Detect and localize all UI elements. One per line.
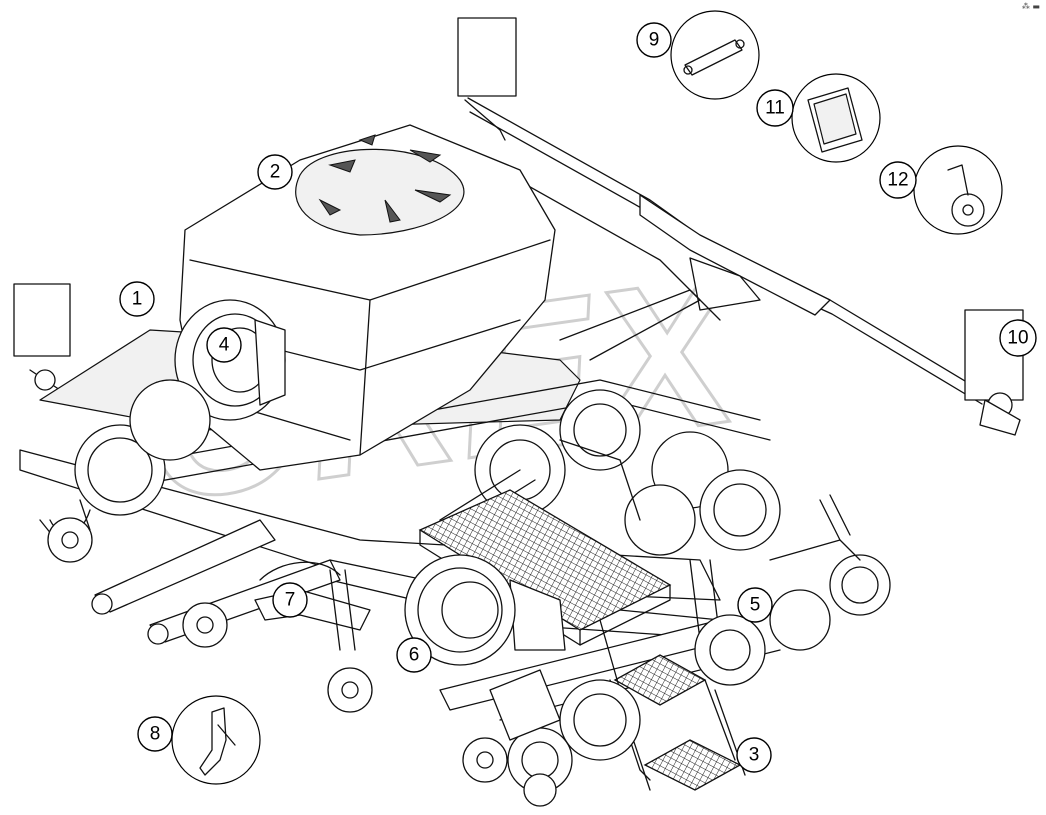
svg-text:6: 6 <box>409 645 420 666</box>
svg-text:1: 1 <box>132 289 143 310</box>
inset-11 <box>791 73 881 163</box>
callout-2: 2 <box>257 154 293 190</box>
callout-6: 6 <box>396 637 432 673</box>
access-ladder <box>599 619 746 791</box>
hydraulic-cylinder-icon <box>684 39 743 76</box>
coulter-bracket-icon <box>199 707 227 776</box>
svg-text:5: 5 <box>750 595 761 616</box>
callout-4: 4 <box>206 327 242 363</box>
svg-text:2: 2 <box>270 162 281 183</box>
service-platform <box>418 489 672 651</box>
inset-12 <box>913 145 1003 235</box>
marker-arm-left <box>13 283 201 441</box>
svg-text:12: 12 <box>887 170 908 191</box>
svg-text:10: 10 <box>1007 328 1028 349</box>
callout-8: 8 <box>137 716 173 752</box>
callout-7: 7 <box>272 582 308 618</box>
callout-3: 3 <box>736 737 772 773</box>
seeding-units-back <box>39 379 781 556</box>
svg-text:11: 11 <box>765 98 785 119</box>
svg-text:9: 9 <box>649 30 660 51</box>
inset-9 <box>670 10 760 100</box>
svg-text:3: 3 <box>749 745 760 766</box>
row-cleaners <box>47 517 557 807</box>
callout-9: 9 <box>636 22 672 58</box>
svg-text:4: 4 <box>219 335 230 356</box>
corner-mark: ⁂ ▬ <box>1021 2 1040 11</box>
callout-1: 1 <box>119 281 155 317</box>
callout-12: 12 <box>879 161 917 199</box>
svg-text:8: 8 <box>150 724 161 745</box>
seeding-units-front <box>404 494 891 793</box>
svg-text:7: 7 <box>285 590 296 611</box>
depth-wheel-icon <box>951 193 985 227</box>
callout-5: 5 <box>737 587 773 623</box>
inset-8 <box>171 695 261 785</box>
callout-11: 11 <box>756 89 794 127</box>
callout-10: 10 <box>999 319 1037 357</box>
